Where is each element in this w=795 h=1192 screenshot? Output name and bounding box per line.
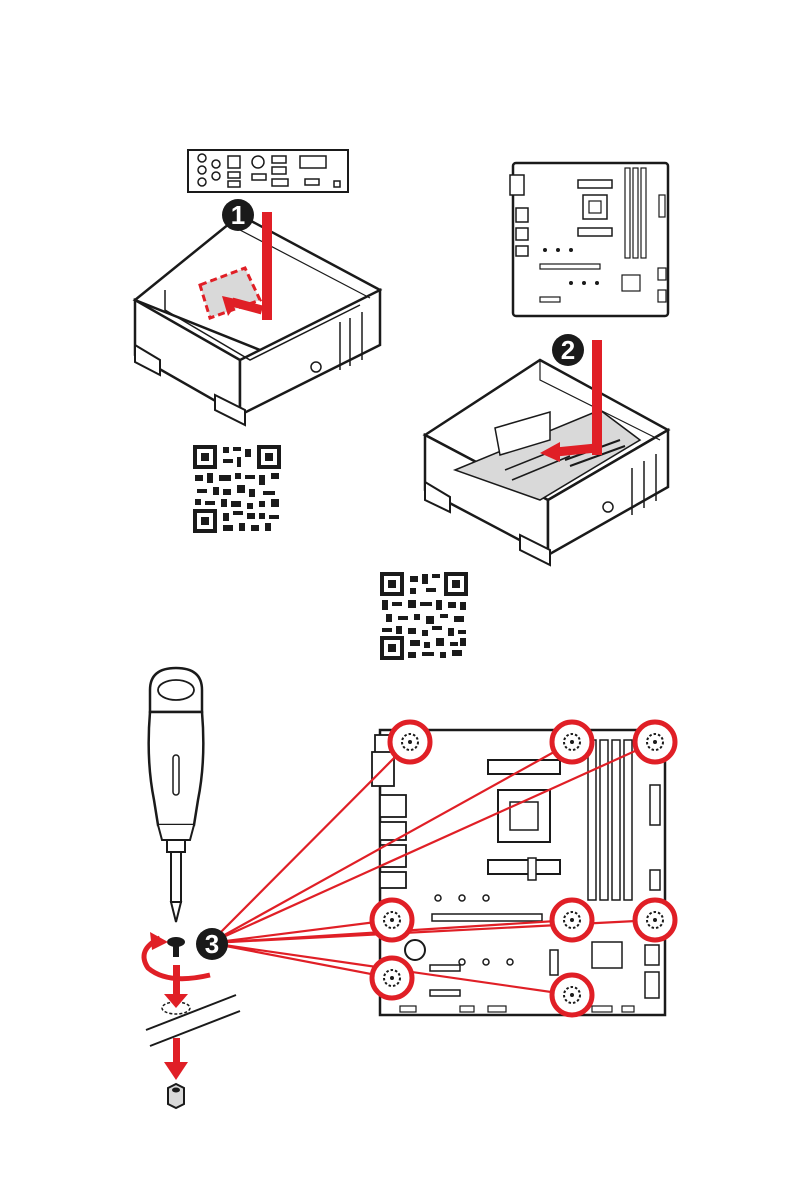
- mounting-hole-icon: [635, 722, 675, 762]
- pc-case-1: [135, 212, 380, 425]
- step-2-badge: 2: [552, 334, 584, 366]
- step-1-number: 1: [231, 200, 245, 230]
- mounting-hole-icon: [552, 975, 592, 1015]
- step-1-badge: 1: [222, 199, 254, 231]
- screwdriver-icon: [149, 668, 204, 922]
- mounting-hole-icon: [552, 900, 592, 940]
- motherboard-top-view: [510, 163, 668, 316]
- mounting-hole-icon: [635, 900, 675, 940]
- io-shield-video-qr[interactable]: [193, 445, 281, 533]
- screw-icon: [167, 937, 185, 957]
- standoff-icon: [168, 1084, 184, 1108]
- mounting-hole-icon: [552, 722, 592, 762]
- step-2-number: 2: [561, 335, 575, 365]
- mounting-hole-icon: [390, 722, 430, 762]
- step-3-number: 3: [205, 929, 219, 959]
- board-surface-section: [146, 995, 240, 1046]
- step-3-badge: 3: [196, 928, 228, 960]
- pc-case-2: [425, 340, 668, 565]
- mounting-hole-icon: [372, 900, 412, 940]
- motherboard-install-video-qr[interactable]: [380, 572, 468, 660]
- mounting-hole-icon: [372, 958, 412, 998]
- io-shield-illustration: [188, 150, 348, 192]
